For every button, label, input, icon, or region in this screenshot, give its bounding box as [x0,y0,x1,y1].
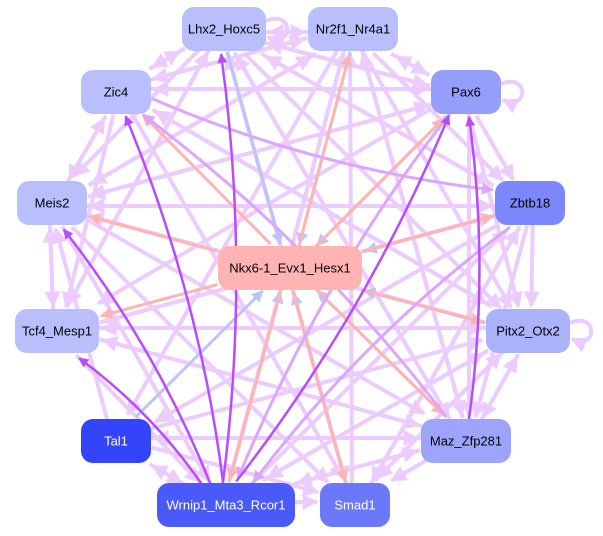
edge-Wrnip1_Mta3_Rcor1-to-Maz_Zfp281 [293,446,419,486]
edge-Nkx6-1_Evx1_Hesx1-to-Pitx2_Otx2 [360,288,484,326]
edge-Maz_Zfp281-to-Lhx2_Hoxc5 [234,54,453,422]
node-zbtb18[interactable]: Zbtb18 [495,181,565,225]
edge-Wrnip1_Mta3_Rcor1-to-Tcf4_Mesp1 [78,357,204,486]
edge-Nkx6-1_Evx1_Hesx1-to-Maz_Zfp281 [313,286,444,415]
edge-Nr2f1_Nr4a1-to-Tal1 [126,48,340,416]
edge-Tcf4_Mesp1-to-Lhx2_Hoxc5 [64,51,210,309]
edge-Nkx6-1_Evx1_Hesx1-to-Smad1 [291,290,349,482]
edge-Nkx6-1_Evx1_Hesx1-to-Pax6 [313,118,445,250]
edge-Maz_Zfp281-to-Nr2f1_Nr4a1 [358,51,465,419]
edge-Lhx2_Hoxc5-to-Zic4 [151,46,186,69]
node-maz_zfp281[interactable]: Maz_Zfp281 [421,419,511,463]
node-zic4[interactable]: Zic4 [81,70,151,114]
node-label: Tcf4_Mesp1 [22,324,92,339]
edge-Wrnip1_Mta3_Rcor1-to-Pax6 [235,114,451,483]
node-pitx2_otx2[interactable]: Pitx2_Otx2 [486,309,570,353]
edge-Wrnip1_Mta3_Rcor1-to-Meis2 [62,228,212,485]
edge-Nkx6-1_Evx1_Hesx1-to-Tcf4_Mesp1 [100,283,218,319]
edge-Meis2-to-Wrnip1_Mta3_Rcor1 [60,225,211,483]
edge-Smad1-to-Pitx2_Otx2 [373,352,503,483]
node-label: Maz_Zfp281 [430,434,502,449]
edge-Nkx6-1_Evx1_Hesx1-to-Zic4 [141,113,272,245]
node-label: Lhx2_Hoxc5 [188,22,260,37]
node-label: Nkx6-1_Evx1_Hesx1 [229,261,350,276]
node-box[interactable] [17,181,87,225]
node-meis2[interactable]: Meis2 [17,181,87,225]
edge-Pitx2_Otx2-to-Zic4 [154,109,493,309]
edge-Lhx2_Hoxc5-to-Nkx6-1_Evx1_Hesx1 [225,51,284,245]
node-label: Pax6 [451,85,481,100]
edge-Wrnip1_Mta3_Rcor1-to-Zic4 [124,115,225,483]
edge-Tal1-to-Pitx2_Otx2 [149,336,484,431]
edge-Wrnip1_Mta3_Rcor1-to-Pitx2_Otx2 [261,351,485,483]
node-box[interactable] [218,246,362,290]
node-label: Smad1 [334,498,375,513]
node-box[interactable] [431,70,501,114]
edge-Meis2-to-Maz_Zfp281 [87,218,426,416]
node-box[interactable] [320,483,390,527]
node-box[interactable] [157,483,295,527]
edge-Zbtb18-to-Pitx2_Otx2 [523,225,540,308]
node-box[interactable] [182,7,266,51]
edge-Lhx2_Hoxc5-to-Lhx2_Hoxc5 [265,16,290,51]
node-label: Pitx2_Otx2 [496,324,560,339]
edge-Maz_Zfp281-to-Pax6 [465,116,481,420]
node-label: Zic4 [104,85,129,100]
node-box[interactable] [495,181,565,225]
node-box[interactable] [421,419,511,463]
edge-Wrnip1_Mta3_Rcor1-to-Tal1 [151,463,188,488]
edge-Zic4-to-Zbtb18 [151,97,494,195]
edge-Wrnip1_Mta3_Rcor1-to-Zbtb18 [248,228,509,487]
edge-Nkx6-1_Evx1_Hesx1-to-Wrnip1_Mta3_Rcor1 [226,288,283,481]
edge-Pax6-to-Nr2f1_Nr4a1 [394,54,431,77]
edges-layer [42,16,594,510]
edge-Nr2f1_Nr4a1-to-Zbtb18 [371,51,504,182]
node-nkx6-1_evx1_hesx1[interactable]: Nkx6-1_Evx1_Hesx1 [218,246,362,290]
node-box[interactable] [15,309,99,353]
edge-Pax6-to-Zbtb18 [474,114,515,181]
node-nr2f1_nr4a1[interactable]: Nr2f1_Nr4a1 [308,7,398,51]
edge-Pitx2_Otx2-to-Pitx2_Otx2 [569,318,594,353]
edge-Smad1-to-Zbtb18 [368,228,520,486]
node-box[interactable] [81,70,151,114]
edge-Zbtb18-to-Wrnip1_Mta3_Rcor1 [252,225,511,484]
node-box[interactable] [308,7,398,51]
node-box[interactable] [81,419,151,463]
node-box[interactable] [486,309,570,353]
node-label: Zbtb18 [510,196,550,211]
node-pax6[interactable]: Pax6 [431,70,501,114]
edge-Meis2-to-Nr2f1_Nr4a1 [87,54,313,188]
node-label: Nr2f1_Nr4a1 [316,22,390,37]
edge-Maz_Zfp281-to-Smad1 [390,458,428,483]
edge-Pax6-to-Pax6 [500,79,525,114]
edge-Tcf4_Mesp1-to-Meis2 [42,226,59,310]
edge-Nkx6-1_Evx1_Hesx1-to-Meis2 [88,213,218,253]
edge-Pax6-to-Meis2 [89,102,433,200]
node-wrnip1_mta3_rcor1[interactable]: Wrnip1_Mta3_Rcor1 [157,483,295,527]
edge-Tcf4_Mesp1-to-Wrnip1_Mta3_Rcor1 [74,353,202,484]
node-label: Meis2 [35,196,70,211]
node-smad1[interactable]: Smad1 [320,483,390,527]
node-label: Tal1 [104,434,128,449]
edge-Tal1-to-Nkx6-1_Evx1_Hesx1 [134,289,264,418]
edge-Meis2-to-Zic4 [65,117,106,184]
node-tcf4_mesp1[interactable]: Tcf4_Mesp1 [15,309,99,353]
node-label: Wrnip1_Mta3_Rcor1 [167,498,286,513]
node-lhx2_hoxc5[interactable]: Lhx2_Hoxc5 [182,7,266,51]
edge-Zbtb18-to-Tal1 [154,223,498,424]
edge-Nkx6-1_Evx1_Hesx1-to-Nr2f1_Nr4a1 [297,53,353,248]
node-tal1[interactable]: Tal1 [81,419,151,463]
